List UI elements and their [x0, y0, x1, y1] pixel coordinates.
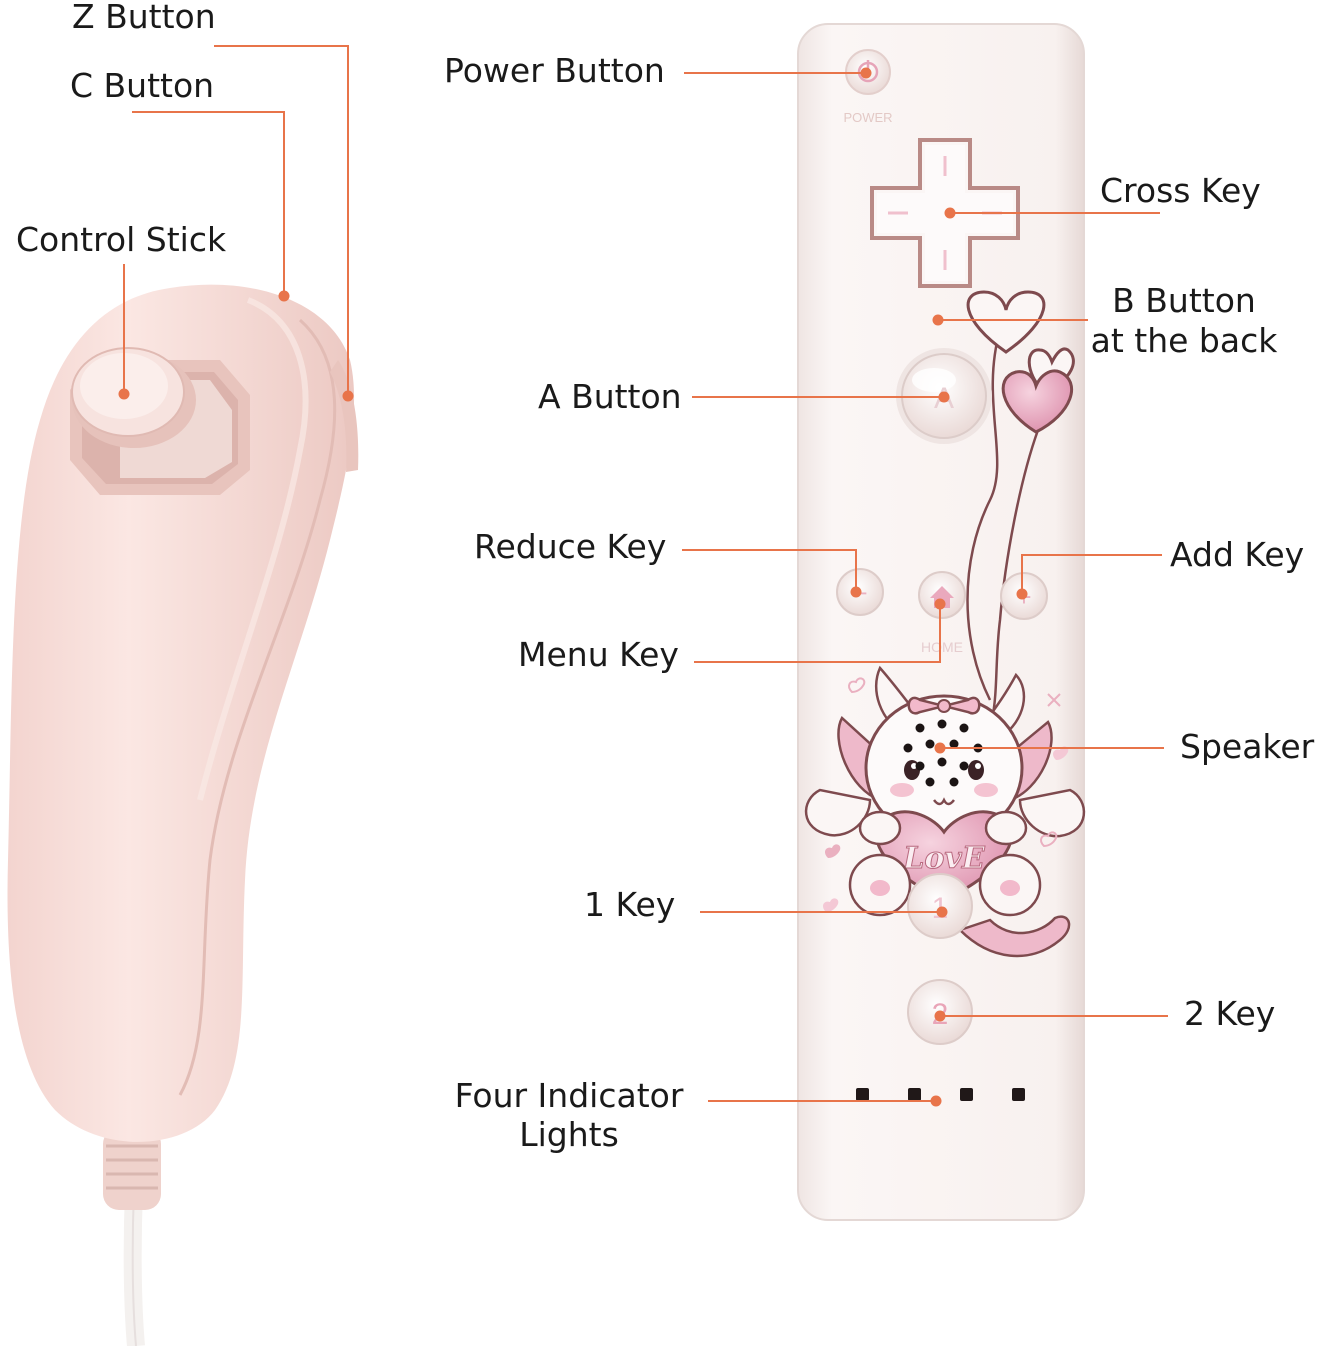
- character-illustration: LovE: [804, 665, 1086, 958]
- indicator-lights: [856, 1088, 1025, 1101]
- labels: Z Button C Button Control Stick Power Bu…: [16, 0, 1315, 1154]
- leader-dot: [934, 742, 946, 754]
- leader-lines: [118, 45, 1168, 1107]
- label-c-button: C Button: [70, 66, 214, 105]
- label-z-button: Z Button: [72, 0, 216, 36]
- leader-dot: [860, 67, 872, 79]
- leader-z-button: [214, 45, 349, 396]
- leader-dot: [934, 1010, 946, 1022]
- wii-remote: POWER A −: [797, 23, 1086, 1221]
- leader-dot: [118, 388, 130, 400]
- leader-dot: [936, 906, 948, 918]
- heart-balloons: [966, 290, 1075, 434]
- label-power-button: Power Button: [444, 51, 665, 90]
- label-reduce-key: Reduce Key: [474, 527, 666, 566]
- speaker-holes: [903, 719, 983, 787]
- leader-dot: [342, 390, 354, 402]
- love-marking: LovE: [902, 841, 986, 876]
- menu-key: [918, 571, 966, 619]
- label-b-button-back: at the back: [1091, 321, 1279, 360]
- leader-dot: [938, 391, 950, 403]
- label-a-button: A Button: [538, 377, 682, 416]
- leader-dot: [944, 207, 956, 219]
- leader-reduce-key: [682, 549, 857, 592]
- nunchuk: [7, 284, 359, 1346]
- label-cross-key: Cross Key: [1100, 171, 1261, 210]
- leader-dot: [850, 586, 862, 598]
- one-key: 1: [907, 873, 973, 939]
- label-two-key: 2 Key: [1184, 994, 1275, 1033]
- leader-dot: [930, 1095, 942, 1107]
- label-one-key: 1 Key: [584, 885, 675, 924]
- home-marking: HOME: [921, 639, 963, 655]
- cable-strain-relief: [103, 1128, 161, 1210]
- z-button-shape: [330, 360, 359, 472]
- label-indicator-lights: Four Indicator: [455, 1076, 684, 1115]
- label-add-key: Add Key: [1170, 535, 1304, 574]
- nunchuk-body: [7, 284, 355, 1142]
- label-menu-key: Menu Key: [518, 635, 679, 674]
- leader-dot: [278, 290, 290, 302]
- leader-c-button: [132, 111, 285, 296]
- label-control-stick: Control Stick: [16, 220, 227, 259]
- leader-dot: [1016, 588, 1028, 600]
- leader-dot: [934, 598, 946, 610]
- leader-add-key: [1021, 554, 1162, 594]
- leader-dot: [932, 314, 944, 326]
- power-marking: POWER: [843, 110, 892, 125]
- label-indicator-lights-2: Lights: [519, 1115, 619, 1154]
- label-b-button: B Button: [1112, 281, 1256, 320]
- label-speaker: Speaker: [1180, 727, 1315, 766]
- leader-menu-key: [694, 604, 941, 663]
